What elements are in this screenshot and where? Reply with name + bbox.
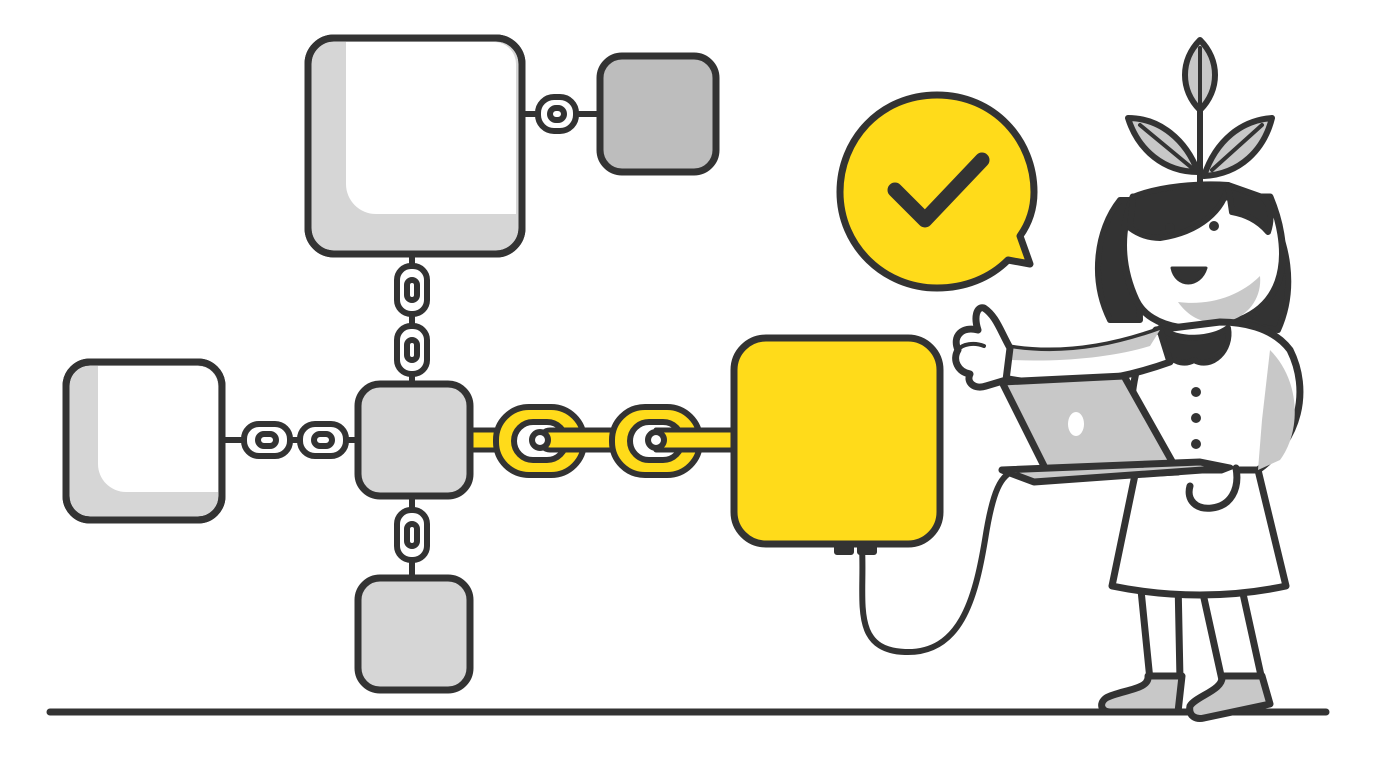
leg-left [1136,576,1154,684]
block-center [354,380,474,500]
eye-right [1209,221,1219,231]
check-icon [887,152,990,228]
arm-lower [1185,464,1241,512]
hair-bangs [1127,181,1231,241]
dress-skirt [1108,466,1290,599]
chain-link-icon [467,404,743,478]
block-large-top [304,34,526,258]
face-shadow [1178,276,1261,323]
chain-link-icon [219,421,363,459]
torso-shadow [1258,350,1295,470]
hand-shadow [956,341,986,352]
leg-right-inner [1236,576,1266,684]
block-bottom [354,574,474,694]
arm-shadow [1010,330,1160,361]
chain-link-icon [517,94,603,134]
shoe-left [1098,672,1186,716]
hair-side [1225,182,1274,235]
speech-bubble [836,91,1038,292]
artwork [46,34,1330,722]
person [952,37,1304,722]
chain-link-icon [394,252,430,389]
eye-left [1165,223,1175,233]
dress-button [1191,439,1201,449]
block-left [62,358,226,524]
mouth [1170,266,1208,285]
block-small-top-right [596,52,720,176]
block-yellow [730,334,1023,656]
leaf-icon [1125,37,1275,193]
chain-link-icon [394,493,430,583]
shoe-right [1186,672,1274,722]
laptop-icon [998,372,1234,486]
dress-button [1191,387,1201,397]
dress-button [1191,413,1201,423]
